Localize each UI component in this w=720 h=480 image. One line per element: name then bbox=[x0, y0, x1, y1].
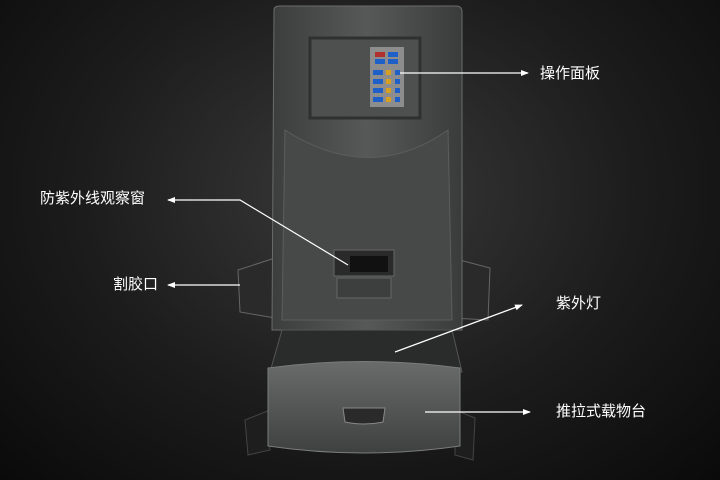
front-face bbox=[281, 129, 453, 321]
label-uv-lamp: 紫外灯 bbox=[556, 294, 602, 312]
keypad-keys bbox=[373, 52, 400, 102]
drawer-front bbox=[267, 361, 461, 454]
cutting-port bbox=[336, 277, 392, 299]
label-uv-window: 防紫外线观察窗 bbox=[40, 189, 146, 207]
drawer-handle bbox=[342, 407, 386, 425]
label-cutting-port: 割胶口 bbox=[113, 275, 159, 293]
label-sliding-stage: 推拉式载物台 bbox=[556, 402, 647, 420]
label-control-panel: 操作面板 bbox=[540, 64, 601, 82]
left-flap bbox=[237, 257, 276, 319]
uv-lamp-tray bbox=[269, 329, 463, 373]
